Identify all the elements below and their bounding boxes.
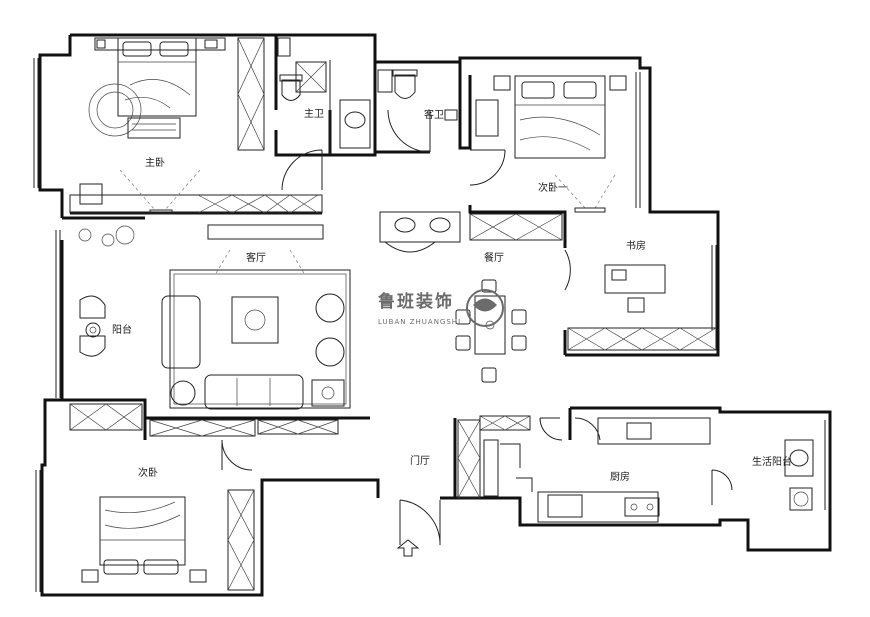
label-guest-bath: 客卫	[424, 108, 444, 121]
label-study: 书房	[626, 239, 646, 252]
label-service-balcony: 生活阳台	[752, 455, 792, 468]
watermark-brand-en: LUBAN ZHUANGSHI	[378, 318, 461, 326]
living-room-furniture	[69, 224, 351, 437]
dining-table	[455, 279, 527, 383]
second-bedroom-2-furniture	[81, 489, 255, 591]
room-labels: 主卧 主卫 客卫 次卧一 客厅 餐厅 书房 阳台 次卧 门厅 厨房 生活阳台	[112, 108, 792, 483]
label-living-room: 客厅	[246, 251, 266, 264]
label-second-bedroom-2: 次卧	[138, 466, 158, 479]
study-furniture	[567, 264, 717, 351]
doors	[221, 109, 733, 545]
dining-sideboard	[379, 211, 563, 253]
label-kitchen: 厨房	[610, 470, 630, 483]
label-second-bedroom-1: 次卧一	[538, 181, 568, 194]
watermark-brand-cn: 鲁班装饰	[378, 291, 454, 312]
master-bath-fixtures	[277, 37, 371, 155]
windows	[33, 58, 830, 592]
label-master-bedroom: 主卧	[145, 156, 165, 169]
label-master-bath: 主卫	[304, 108, 324, 120]
label-dining-room: 餐厅	[484, 251, 504, 264]
guest-bath-fixtures	[377, 69, 458, 121]
label-foyer: 门厅	[410, 454, 430, 467]
foyer-cabinet	[396, 415, 531, 557]
kitchen-fixtures	[483, 417, 711, 523]
master-bedroom-furniture	[69, 37, 323, 215]
second-bedroom-1-furniture	[475, 75, 627, 213]
balcony-furniture	[78, 225, 135, 357]
service-balcony-fixtures	[784, 439, 814, 511]
label-balcony: 阳台	[112, 323, 132, 336]
watermark-logo	[466, 289, 504, 327]
